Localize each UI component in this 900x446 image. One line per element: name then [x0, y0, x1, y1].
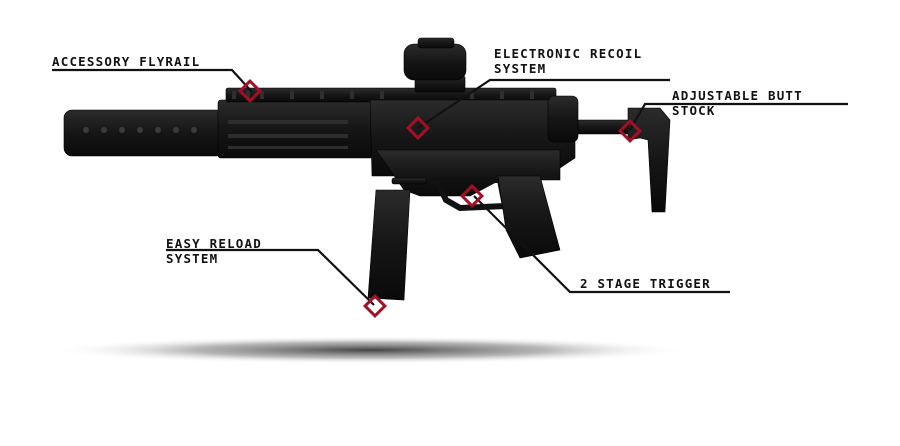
- marker-flyrail: [237, 78, 263, 104]
- leader-recoil: [417, 78, 670, 129]
- label-2-stage-trigger: 2 STAGE TRIGGER: [580, 276, 711, 291]
- label-electronic-recoil: ELECTRONIC RECOIL SYSTEM: [494, 46, 642, 76]
- gun-suppressor: [63, 109, 225, 157]
- markers: [237, 78, 643, 319]
- marker-reload: [362, 293, 388, 319]
- gun-sight: [403, 43, 467, 81]
- label-line: STOCK: [672, 103, 716, 118]
- marker-stock: [617, 118, 643, 144]
- marker-recoil: [405, 115, 431, 141]
- leader-trigger: [473, 195, 730, 294]
- gun-handguard: [217, 99, 379, 159]
- leader-flyrail: [52, 68, 253, 93]
- leader-reload: [166, 248, 375, 306]
- label-line: ADJUSTABLE BUTT: [672, 88, 803, 103]
- label-line: SYSTEM: [494, 61, 547, 76]
- label-adjustable-butt-stock: ADJUSTABLE BUTT STOCK: [672, 88, 803, 118]
- suppressor-vents: [83, 127, 197, 133]
- gun-magazine: [367, 189, 411, 301]
- gun-pistol-grip: [497, 175, 561, 259]
- label-line: SYSTEM: [166, 251, 219, 266]
- label-line: 2 STAGE TRIGGER: [580, 276, 711, 291]
- gun-trigger-guard: [431, 177, 509, 212]
- gun-illustration: [63, 37, 671, 301]
- floor-shadow: [50, 336, 690, 364]
- label-line: EASY RELOAD: [166, 236, 262, 251]
- label-line: ACCESSORY FLYRAIL: [52, 54, 201, 69]
- label-accessory-flyrail: ACCESSORY FLYRAIL: [52, 54, 200, 69]
- label-easy-reload: EASY RELOAD SYSTEM: [166, 236, 262, 266]
- gun-lower: [375, 149, 561, 197]
- marker-trigger: [459, 183, 485, 209]
- label-line: ELECTRONIC RECOIL: [494, 46, 643, 61]
- leader-stock: [629, 102, 848, 131]
